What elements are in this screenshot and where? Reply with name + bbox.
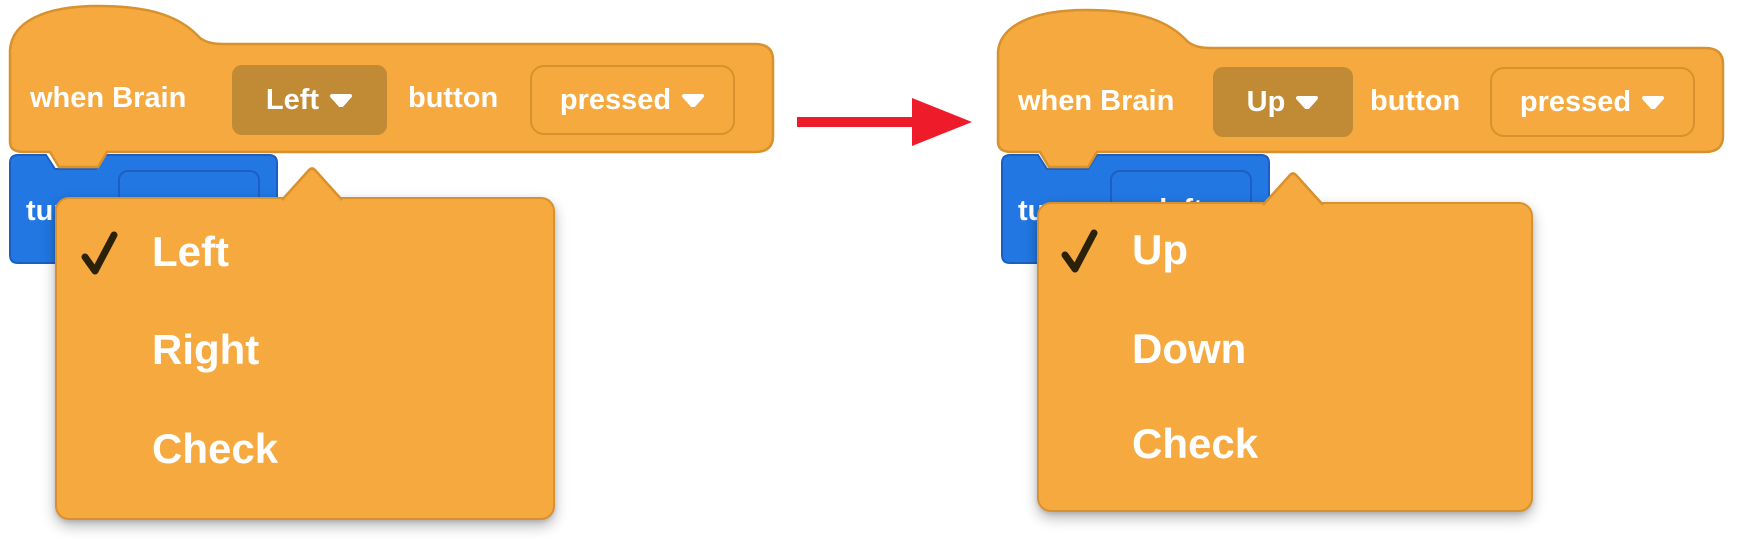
menu-item-up[interactable]: Up: [1039, 226, 1531, 274]
checkmark-icon: [81, 231, 118, 275]
brain-button-dropdown-value: Left: [265, 83, 320, 116]
menu-item-label: Up: [1132, 226, 1188, 273]
menu-item-label: Check: [152, 425, 279, 472]
button-label: button: [1370, 85, 1461, 117]
when-brain-label: when Brain: [1018, 85, 1175, 117]
chevron-down-icon: [1642, 96, 1665, 109]
pressed-dropdown-value: pressed: [1519, 85, 1632, 118]
pressed-dropdown-value: pressed: [559, 83, 672, 116]
dropdown-menu-after: Up Down Check: [1037, 172, 1533, 512]
menu-item-right[interactable]: Right: [57, 326, 553, 374]
when-brain-hat-block-after[interactable]: [996, 8, 1725, 169]
arrow-right-icon: [797, 98, 972, 146]
when-brain-label: when Brain: [30, 82, 187, 114]
menu-item-left[interactable]: Left: [57, 228, 553, 276]
menu-item-label: Check: [1132, 420, 1259, 467]
checkmark-icon: [1061, 229, 1098, 273]
chevron-down-icon: [1296, 96, 1319, 109]
brain-button-dropdown[interactable]: Up: [1213, 67, 1353, 137]
menu-caret: [1262, 172, 1324, 207]
menu-item-label: Right: [152, 326, 260, 373]
dropdown-menu-before: Left Right Check: [55, 167, 555, 520]
brain-button-dropdown-value: Up: [1246, 85, 1286, 118]
menu-item-label: Left: [152, 228, 229, 275]
menu-item-label: Down: [1132, 325, 1247, 372]
menu-item-check[interactable]: Check: [1039, 420, 1531, 468]
when-brain-hat-block-before[interactable]: [8, 4, 775, 169]
chevron-down-icon: [330, 94, 353, 107]
menu-item-check[interactable]: Check: [57, 425, 553, 473]
menu-caret: [281, 167, 343, 202]
chevron-down-icon: [682, 94, 705, 107]
menu-item-down[interactable]: Down: [1039, 325, 1531, 373]
button-label: button: [408, 82, 499, 114]
pressed-dropdown[interactable]: pressed: [530, 65, 735, 135]
pressed-dropdown[interactable]: pressed: [1490, 67, 1695, 137]
brain-button-dropdown[interactable]: Left: [232, 65, 387, 135]
